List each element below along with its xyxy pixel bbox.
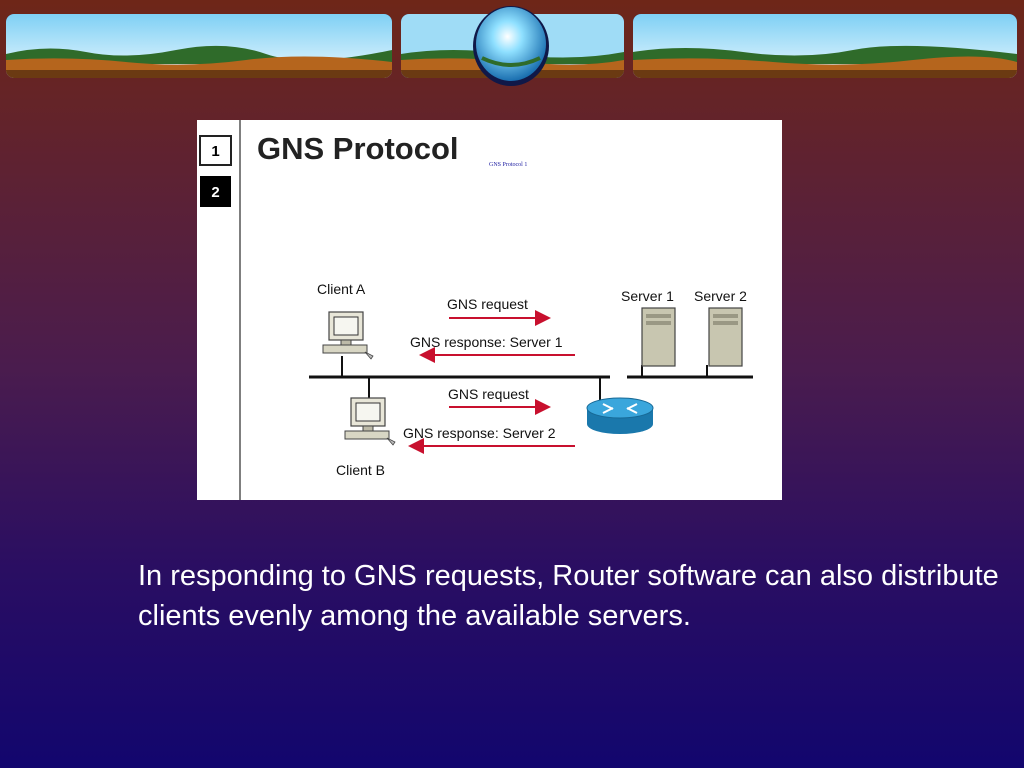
server-2-icon (708, 307, 743, 367)
header-banner-left (6, 14, 392, 78)
client-b-computer-icon (344, 397, 396, 446)
diagram-title: GNS Protocol (257, 131, 459, 166)
slide-nav-1[interactable]: 1 (199, 135, 232, 166)
header-banner-right (633, 14, 1017, 78)
slide-caption: In responding to GNS requests, Router so… (138, 560, 999, 632)
globe-emblem (470, 2, 552, 88)
request-b-label: GNS request (448, 386, 529, 402)
server-2-label: Server 2 (694, 288, 747, 304)
client-b-label: Client B (336, 462, 385, 478)
svg-text:2: 2 (211, 184, 219, 201)
router-icon (586, 397, 654, 434)
svg-text:1: 1 (211, 143, 219, 160)
slide-nav-2[interactable]: 2 (200, 176, 231, 207)
server-1-label: Server 1 (621, 288, 674, 304)
request-a-label: GNS request (447, 296, 528, 312)
diagram-small-label: GNS Protocol 1 (489, 162, 527, 168)
response-a-label: GNS response: Server 1 (410, 334, 563, 350)
client-a-computer-icon (322, 311, 374, 360)
response-b-label: GNS response: Server 2 (403, 425, 556, 441)
server-1-icon (641, 307, 676, 367)
gns-diagram-panel: 1 2 GNS Protocol GNS Protocol 1 Client A (197, 120, 782, 500)
client-a-label: Client A (317, 281, 366, 297)
